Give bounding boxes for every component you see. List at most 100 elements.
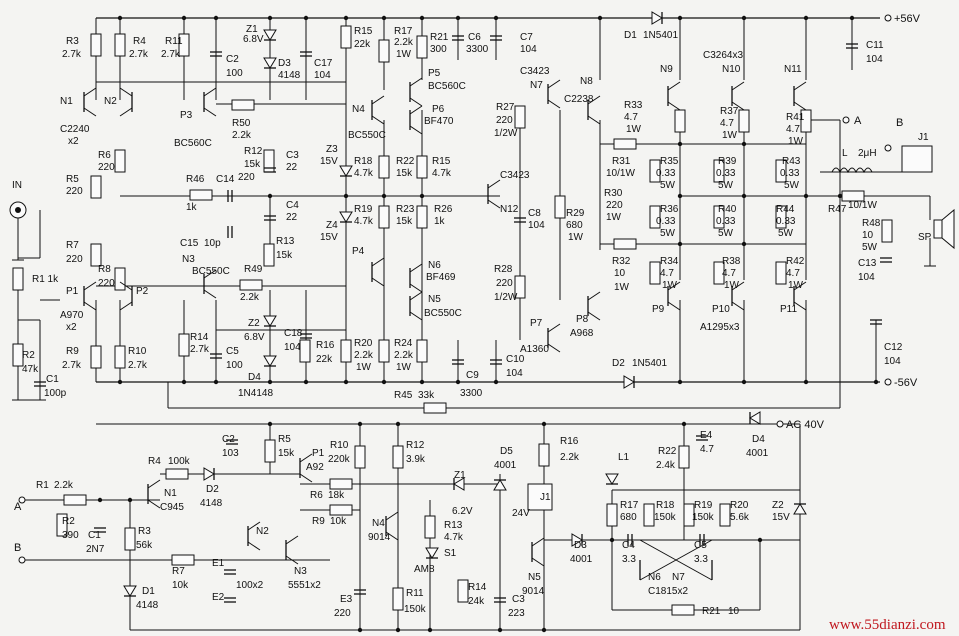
label-r19v: 4.7k	[354, 216, 374, 227]
junctions	[97, 15, 879, 633]
label-c3b: C3	[512, 594, 525, 605]
label-in: IN	[12, 180, 22, 191]
label-n6b: N6	[648, 572, 661, 583]
label-r15pv: 4.7k	[432, 168, 452, 179]
label-r7bv: 10k	[172, 580, 189, 591]
label-p1bv: A92	[306, 462, 324, 473]
label-n6: N6	[428, 260, 441, 271]
label-n1b: N1	[164, 488, 177, 499]
label-r8v: 220	[98, 278, 115, 289]
label-r2bv: 390	[62, 530, 79, 541]
label-r22bv: 2.4k	[656, 460, 676, 471]
label-d3: D3	[278, 58, 291, 69]
label-r10b: R10	[330, 440, 349, 451]
label-r49v: 2.2k	[240, 292, 260, 303]
label-r21bv: 10	[728, 606, 740, 617]
label-c1bv: 2N7	[86, 544, 105, 555]
label-r33w: 1W	[626, 124, 642, 135]
label-r5b: R5	[278, 434, 291, 445]
ac-terminal	[776, 420, 784, 428]
label-c3423b: C3423	[500, 170, 530, 181]
terminal-a-lower-marker	[18, 496, 26, 504]
label-r13: R13	[276, 236, 295, 247]
label-z1b: Z1	[454, 470, 466, 481]
label-c7v: 104	[520, 44, 537, 55]
label-r31: R31	[612, 156, 631, 167]
label-r24w: 1W	[396, 362, 412, 373]
label-r12bv: 3.9k	[406, 454, 426, 465]
terminal-b-lower-marker	[18, 556, 26, 564]
label-r29: R29	[566, 208, 585, 219]
terminal-b-marker	[884, 144, 892, 152]
label-c2v: 100	[226, 68, 243, 79]
label-z2b: Z2	[772, 500, 784, 511]
label-p8v: A968	[570, 328, 594, 339]
label-r3: R3	[66, 36, 79, 47]
label-r35: R35	[660, 156, 679, 167]
label-r42w: 1W	[788, 280, 804, 291]
label-r39v: 0.33	[716, 168, 736, 179]
label-r50v: 2.2k	[232, 130, 252, 141]
label-r2v: 47k	[22, 364, 39, 375]
label-a1360: A1360	[520, 344, 549, 355]
label-d1b: D1	[142, 586, 155, 597]
label-p1: P1	[66, 286, 79, 297]
label-n1bv: C945	[160, 502, 184, 513]
label-z2bv: 15V	[772, 512, 790, 523]
label-c8: C8	[528, 208, 541, 219]
label-n12: N12	[500, 204, 519, 215]
label-r7b: R7	[172, 566, 185, 577]
label-r12: R12	[244, 146, 263, 157]
label-r11: R11	[165, 36, 183, 47]
label-e3v: 220	[334, 608, 351, 619]
label-c7: C7	[520, 32, 533, 43]
label-r6: R6	[98, 150, 111, 161]
label-r47v: 10/1W	[848, 200, 877, 211]
label-r29v: 680	[566, 220, 583, 231]
label-c18v: 104	[284, 342, 301, 353]
label-r2: R2	[22, 350, 35, 361]
terminal-a-marker	[842, 116, 850, 124]
label-r32v: 10	[614, 268, 626, 279]
label-r24v: 2.2k	[394, 350, 414, 361]
label-z3v: 15V	[320, 156, 338, 167]
label-d1bv: 4148	[136, 600, 159, 611]
label-r5: R5	[66, 174, 79, 185]
label-n2: N2	[104, 96, 117, 107]
neg-rail-terminal	[884, 378, 892, 386]
label-d2: D2	[612, 358, 625, 369]
label-r40w: 5W	[718, 228, 734, 239]
label-c3423a: C3423	[520, 66, 550, 77]
label-c17v: 104	[314, 70, 331, 81]
label-r38w: 1W	[724, 280, 740, 291]
label-r11bv: 150k	[404, 604, 427, 615]
label-r16: R16	[316, 340, 335, 351]
label-r31v: 10/1W	[606, 168, 635, 179]
label-r44w: 5W	[778, 228, 794, 239]
label-c11v: 104	[866, 54, 883, 65]
label-n2b: N2	[256, 526, 269, 537]
label-r13b: R13	[444, 520, 463, 531]
label-r6bv: 18k	[328, 490, 345, 501]
label-r7v: 220	[66, 254, 83, 265]
label-r4bv: 100k	[168, 456, 191, 467]
label-p10: P10	[712, 304, 730, 315]
label-c13: C13	[858, 258, 877, 269]
label-c5b: C5	[694, 540, 707, 551]
label-r22v: 15k	[396, 168, 413, 179]
label-c12: C12	[884, 342, 903, 353]
label-r35w: 5W	[660, 180, 676, 191]
label-am8: AM8	[414, 564, 435, 575]
label-c2bv: 103	[222, 448, 239, 459]
label-p6v: BF470	[424, 116, 454, 127]
label-r21: R21	[430, 32, 449, 43]
label-r28w: 1/2W	[494, 292, 518, 303]
label-r14b: R14	[468, 582, 487, 593]
terminal-b-lower-label: B	[14, 542, 21, 554]
label-r10: R10	[128, 346, 147, 357]
label-c3bv: 223	[508, 608, 525, 619]
label-c2240x: x2	[68, 136, 79, 147]
label-n6v: BF469	[426, 272, 456, 283]
